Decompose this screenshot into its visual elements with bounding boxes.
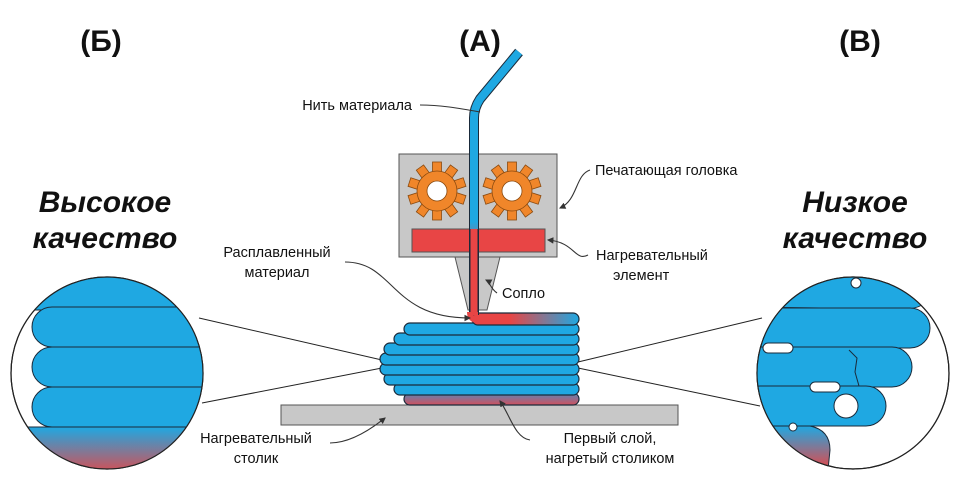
- crack: [848, 349, 860, 387]
- low-quality-line1: Низкое: [802, 186, 908, 219]
- zoom-lines: [198, 317, 763, 407]
- header-b: (Б): [80, 25, 122, 58]
- high-quality-zoom: [10, 276, 204, 470]
- void: [850, 277, 862, 289]
- void: [762, 342, 794, 354]
- printed-layers: [379, 312, 580, 406]
- label-heater-line2: элемент: [613, 268, 670, 284]
- label-filament: Нить материала: [302, 98, 413, 114]
- header-a: (А): [459, 25, 501, 58]
- leader-lines: [329, 104, 591, 444]
- label-molten-line1: Расплавленный: [223, 245, 330, 261]
- heated-bed: [280, 404, 679, 426]
- low-quality-zoom: [756, 276, 950, 470]
- void: [833, 393, 859, 419]
- low-quality-line2: качество: [783, 222, 928, 255]
- label-print-head: Печатающая головка: [595, 163, 738, 179]
- void: [809, 381, 841, 393]
- label-molten-line2: материал: [245, 265, 310, 281]
- high-quality-line1: Высокое: [39, 186, 172, 219]
- high-quality-line2: качество: [33, 222, 178, 255]
- label-bed-line1: Нагревательный: [200, 431, 312, 447]
- label-first-layer-line1: Первый слой,: [564, 431, 657, 447]
- void: [788, 422, 798, 432]
- label-bed-line2: столик: [234, 451, 279, 467]
- header-v: (В): [839, 25, 881, 58]
- filament: [467, 48, 523, 323]
- gear-left: [407, 161, 467, 221]
- label-nozzle: Сопло: [502, 286, 545, 302]
- label-heater-line1: Нагревательный: [596, 248, 708, 264]
- gear-right: [482, 161, 542, 221]
- label-first-layer-line2: нагретый столиком: [546, 451, 675, 467]
